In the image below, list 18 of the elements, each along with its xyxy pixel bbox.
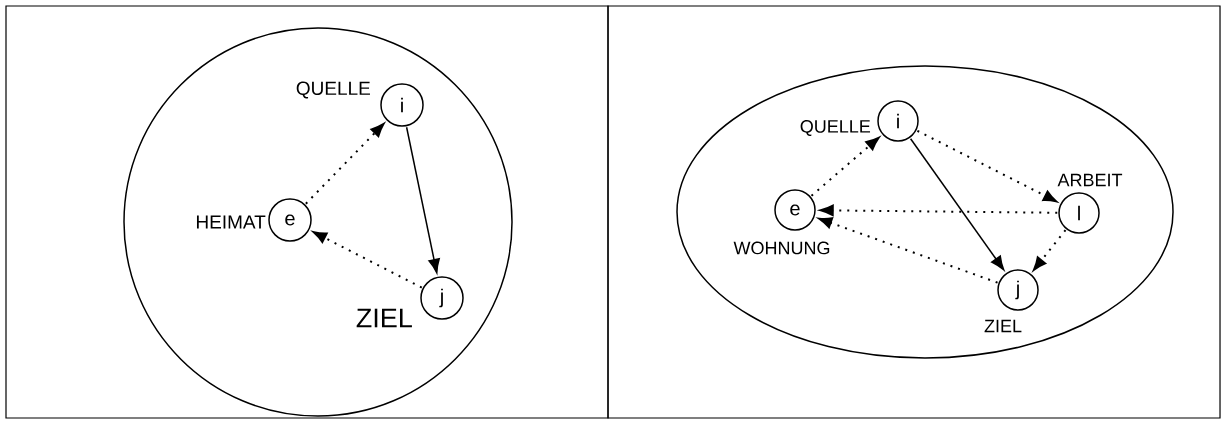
node-label: ZIEL (984, 319, 1022, 333)
region-ellipse (676, 65, 1174, 359)
node-label: QUELLE (800, 120, 871, 136)
node-label: ARBEIT (1057, 173, 1123, 187)
arrow (916, 129, 1057, 203)
arrow (405, 126, 440, 274)
arrow (304, 123, 385, 205)
node-label: WOHNUNG (733, 241, 830, 255)
arrow (818, 217, 999, 284)
arrow (1033, 229, 1067, 271)
node-label: QUELLE (296, 81, 370, 99)
node-label: ZIEL (356, 308, 412, 328)
arrow (312, 231, 423, 289)
arrow (819, 204, 1059, 217)
arrow (810, 136, 880, 197)
node-label: HEIMAT (197, 215, 266, 229)
region-circle (123, 27, 513, 417)
arrow (909, 138, 1005, 271)
